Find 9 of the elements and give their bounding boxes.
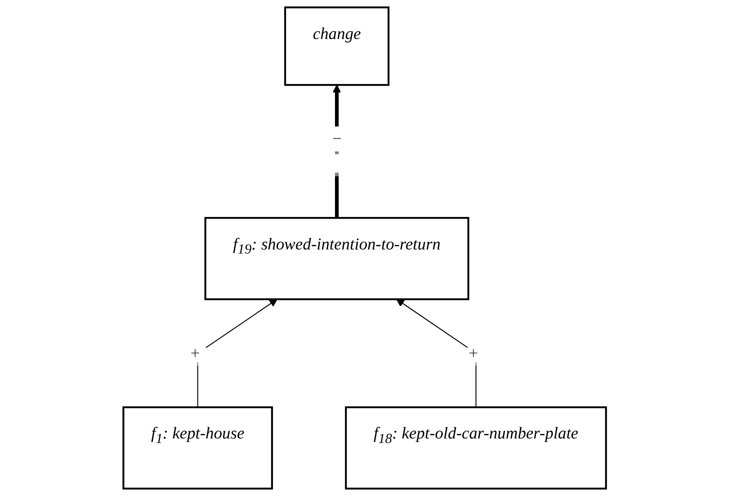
- node-box: f$_{18}$: kept-old-car-number-plate: [344, 406, 607, 490]
- edge-label: +: [467, 344, 479, 362]
- node-box: f$_{1}$: kept-house: [122, 406, 273, 490]
- edge-label: +: [189, 344, 200, 362]
- arrow: [396, 298, 476, 408]
- edge-label: −: [331, 129, 342, 148]
- node-box: change: [284, 6, 390, 86]
- node-box: f$_{19}$: showed-intention-to-return: [204, 216, 470, 300]
- arrow: [197, 298, 278, 408]
